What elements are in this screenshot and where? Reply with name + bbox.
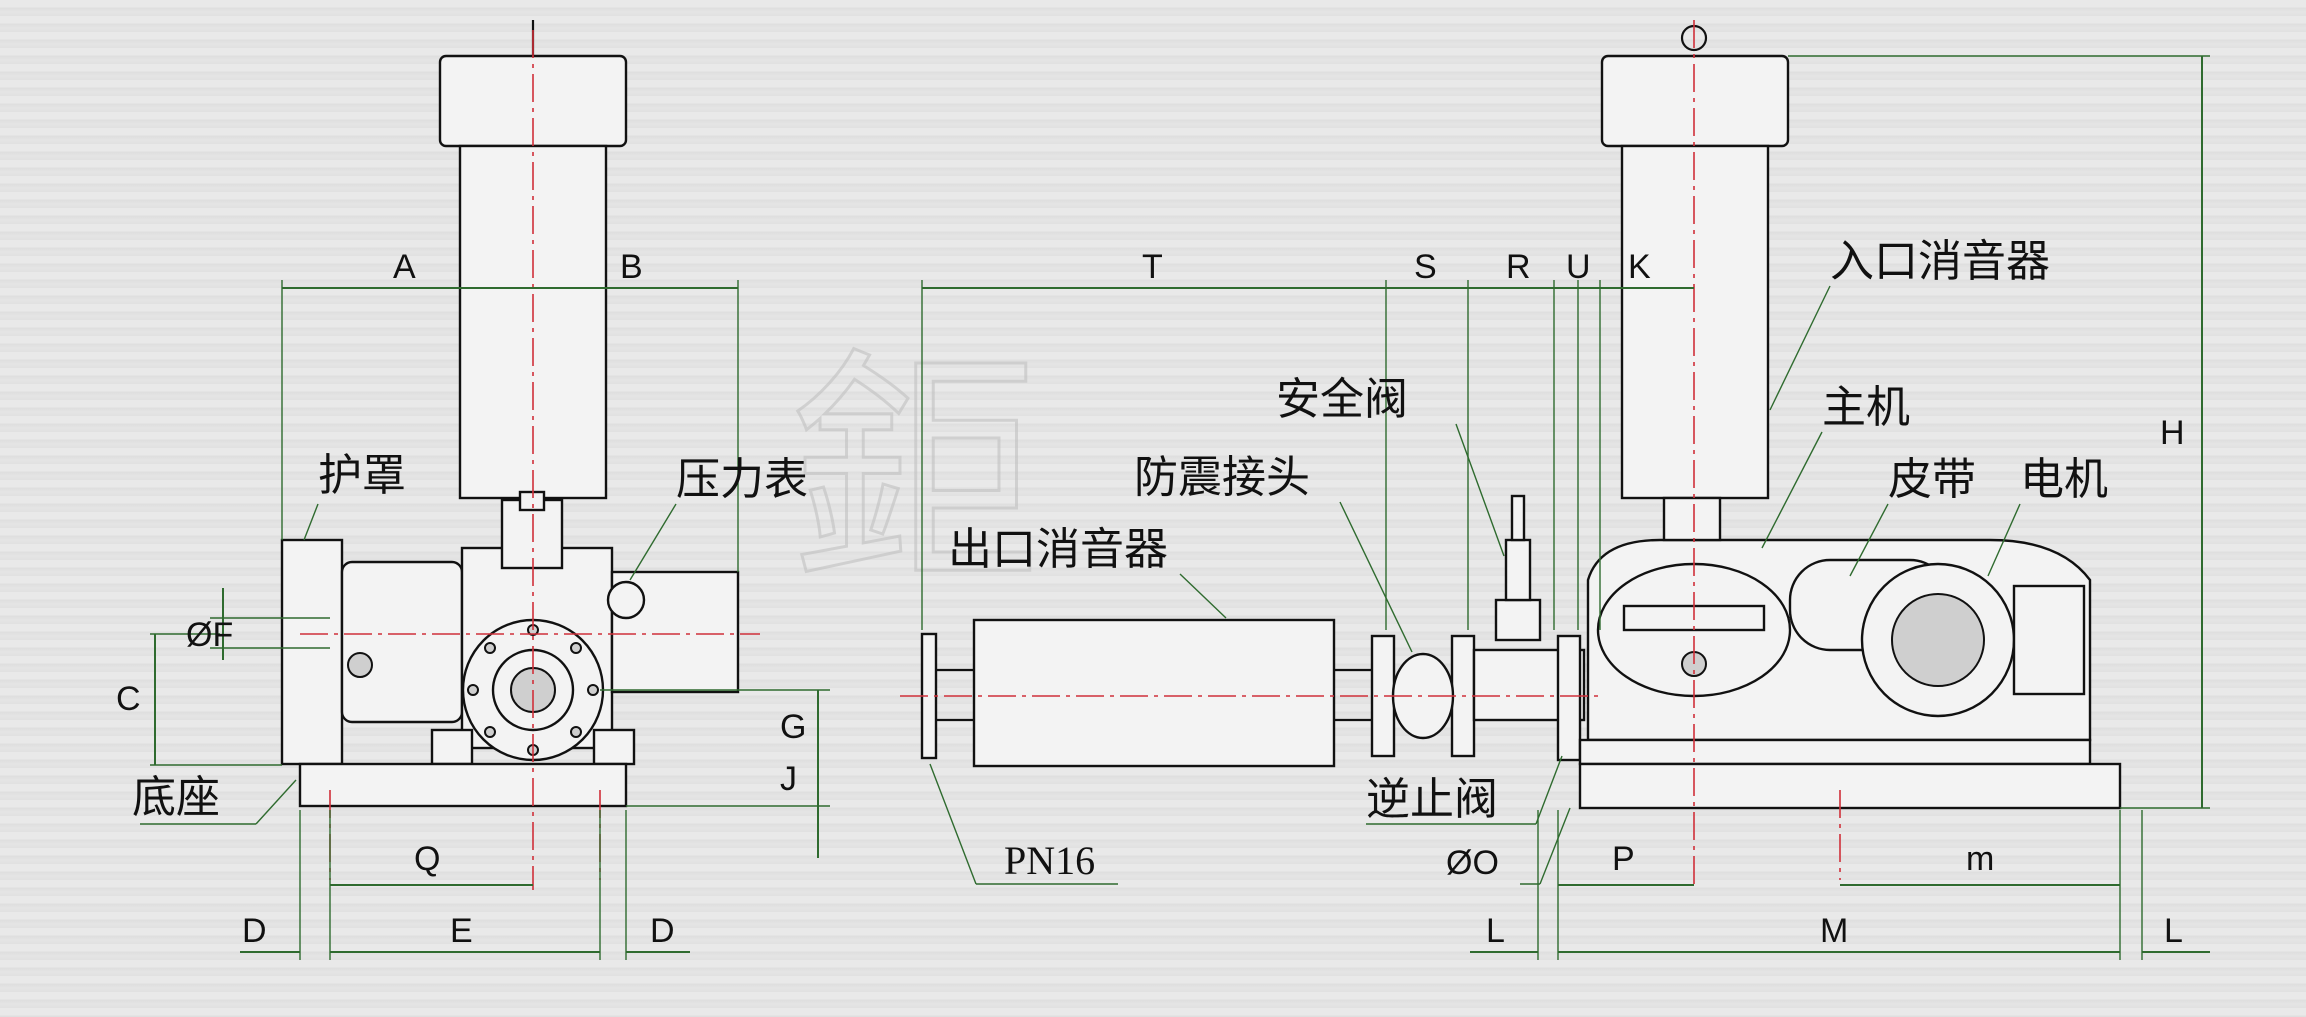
dim-H: H bbox=[2160, 414, 2185, 452]
safety-valve bbox=[1494, 598, 1542, 642]
dim-F: ØF bbox=[186, 616, 233, 654]
label-pressure-gauge: 压力表 bbox=[676, 454, 808, 505]
pressure-gauge bbox=[606, 580, 646, 620]
inlet-silencer bbox=[1620, 144, 1770, 500]
label-check-valve: 逆止阀 bbox=[1366, 774, 1498, 825]
inlet-silencer-cap bbox=[1600, 54, 1790, 148]
label-guard: 护罩 bbox=[318, 450, 406, 501]
dim-A: A bbox=[393, 248, 416, 286]
dim-m: m bbox=[1966, 840, 1994, 878]
dim-Q: Q bbox=[414, 840, 440, 878]
guard bbox=[280, 538, 344, 766]
skid-base bbox=[1578, 762, 2122, 810]
dim-O: ØO bbox=[1446, 844, 1499, 882]
end-view bbox=[280, 20, 760, 890]
side-view bbox=[900, 20, 2122, 890]
end-view-callouts: 护罩 压力表 底座 bbox=[132, 450, 808, 825]
dim-C: C bbox=[116, 680, 141, 718]
label-safety-valve: 安全阀 bbox=[1276, 374, 1408, 425]
dim-J: J bbox=[780, 760, 797, 798]
dim-U: U bbox=[1566, 248, 1591, 286]
label-inlet-silencer: 入口消音器 bbox=[1830, 236, 2050, 287]
end-view-dimensions: A B C ØF G J Q D E D bbox=[116, 248, 830, 960]
label-belt: 皮带 bbox=[1888, 454, 1976, 505]
outlet-silencer bbox=[972, 618, 1336, 768]
dim-S: S bbox=[1414, 248, 1437, 286]
label-shock-joint: 防震接头 bbox=[1134, 452, 1310, 503]
dim-D-right: D bbox=[650, 912, 675, 950]
label-base: 底座 bbox=[132, 772, 220, 823]
label-outlet-silencer: 出口消音器 bbox=[948, 524, 1168, 575]
dim-D-left: D bbox=[242, 912, 267, 950]
dim-B: B bbox=[620, 248, 643, 286]
dim-P: P bbox=[1612, 840, 1635, 878]
dim-K: K bbox=[1628, 248, 1651, 286]
dim-T: T bbox=[1142, 248, 1163, 286]
side-view-dimensions: T S R U K H ØO P m L M L bbox=[921, 55, 2210, 960]
dim-E: E bbox=[450, 912, 473, 950]
label-main-unit: 主机 bbox=[1822, 382, 1910, 433]
dim-L-right: L bbox=[2164, 912, 2183, 950]
dim-L-left: L bbox=[1486, 912, 1505, 950]
check-valve bbox=[1556, 634, 1582, 762]
label-pn16: PN16 bbox=[1004, 838, 1095, 883]
dim-R: R bbox=[1506, 248, 1531, 286]
label-motor: 电机 bbox=[2020, 454, 2108, 505]
base bbox=[298, 762, 628, 808]
dim-M: M bbox=[1820, 912, 1848, 950]
watermark: 鉅 bbox=[790, 328, 1040, 619]
side-view-callouts: 出口消音器 防震接头 安全阀 逆止阀 入口消音器 主机 皮带 电机 PN16 bbox=[929, 236, 2108, 885]
dim-G: G bbox=[780, 708, 806, 746]
